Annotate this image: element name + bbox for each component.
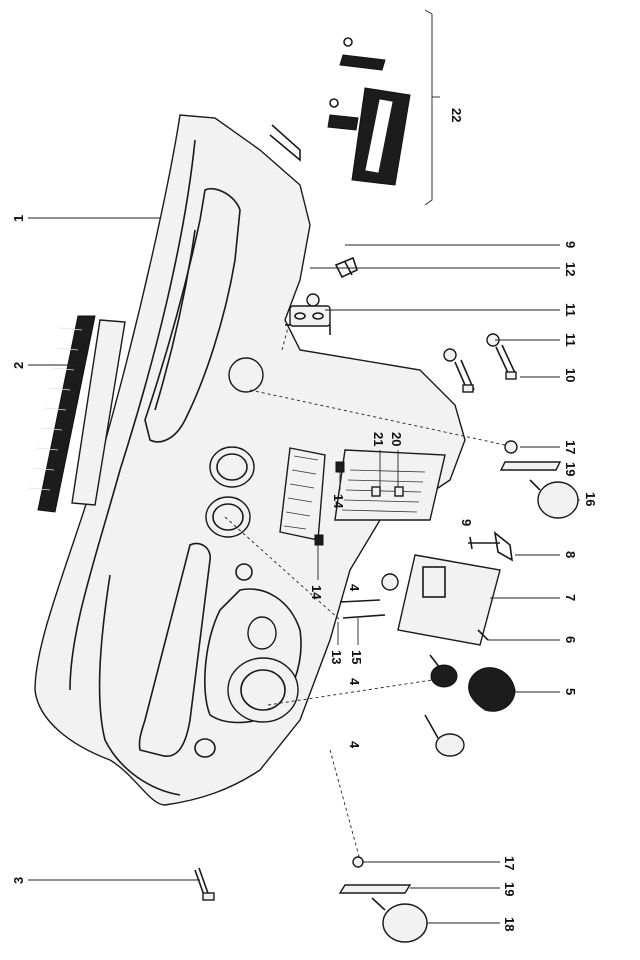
callout-11b: 11: [563, 333, 578, 347]
callout-2: 2: [11, 362, 26, 369]
bracket-22: [424, 9, 433, 206]
callout-13: 13: [329, 650, 344, 664]
callout-22: 22: [449, 108, 464, 122]
ashtray-assembly: [327, 37, 411, 186]
callout-3: 3: [11, 877, 26, 884]
callout-18: 18: [502, 917, 517, 931]
speaker-grille: [28, 315, 126, 513]
dashboard-panel: [34, 114, 466, 806]
callout-10: 10: [563, 368, 578, 382]
callout-1: 1: [11, 215, 26, 222]
callout-16: 16: [583, 492, 598, 506]
callout-4b: 4: [347, 678, 362, 686]
callout-14b: 14: [331, 494, 346, 509]
callout-8: 8: [563, 551, 578, 558]
callout-5: 5: [563, 688, 578, 695]
callout-20: 20: [389, 432, 404, 446]
callout-19a: 19: [563, 462, 578, 476]
leader-lines: [28, 96, 580, 924]
callout-14a: 14: [309, 585, 324, 600]
callout-17a: 17: [563, 440, 578, 454]
callout-19b: 19: [502, 882, 517, 896]
callout-6: 6: [563, 636, 578, 643]
callout-17b: 17: [502, 856, 517, 870]
callout-15: 15: [349, 650, 364, 664]
callout-7: 7: [563, 594, 578, 601]
callout-labels: 1 2 3 22 9 12 11 11 10 17 19 16 8 7 6 5 …: [11, 108, 598, 931]
callout-12: 12: [563, 262, 578, 276]
callout-4c: 4: [347, 741, 362, 749]
callout-4a: 4: [347, 584, 362, 592]
callout-11a: 11: [563, 303, 578, 317]
callout-9b: 9: [459, 519, 474, 526]
callout-21: 21: [371, 432, 386, 446]
callout-9a: 9: [563, 241, 578, 248]
